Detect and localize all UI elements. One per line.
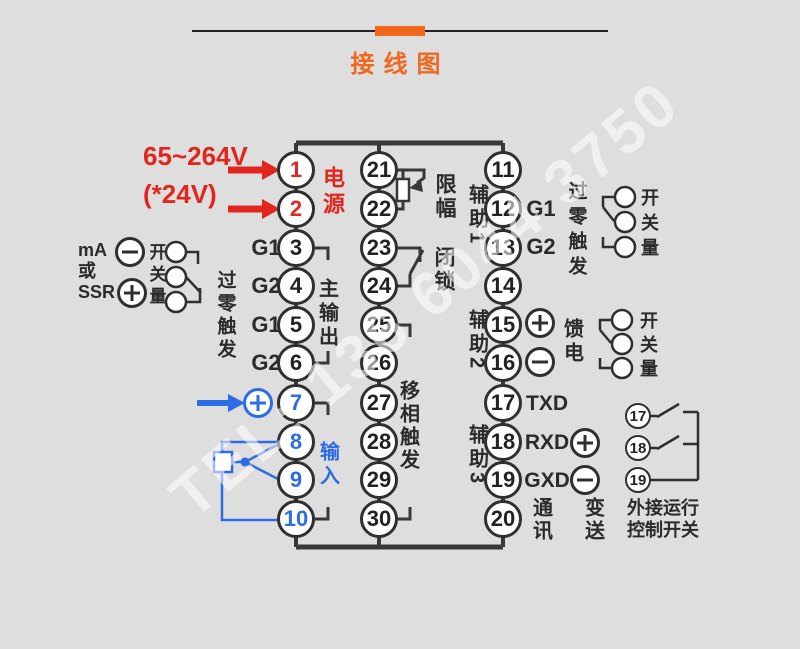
transmit-label: 变送 xyxy=(581,497,604,543)
plus-circle-ssr xyxy=(117,278,147,308)
terminal-16: 16 xyxy=(484,344,522,382)
terminal-19: 19 xyxy=(484,461,522,499)
plus-circle-input xyxy=(243,388,273,418)
terminal-18: 18 xyxy=(484,423,522,461)
terminal-11: 11 xyxy=(484,151,522,189)
switch-qty-top-right-label: 开关量 xyxy=(639,188,659,263)
potentiometer-symbol xyxy=(395,168,426,211)
switch-contacts-top-right xyxy=(601,185,637,259)
rtd-sensor-symbol xyxy=(212,440,280,522)
external-run-switch-symbol xyxy=(651,402,700,482)
minus-circle-gxd xyxy=(570,465,600,495)
external-switch-line1: 外接运行 xyxy=(627,498,699,518)
terminal-3: 3 xyxy=(277,229,315,267)
sensor-type-line2: 或 xyxy=(78,261,96,281)
terminal-25: 25 xyxy=(360,306,398,344)
terminal-13: 13 xyxy=(484,229,522,267)
sensor-type-label: mA 或 SSR xyxy=(78,240,115,303)
zero-cross-left-label: 过零触发 xyxy=(214,270,236,362)
power-voltage-main: 65~264V xyxy=(143,141,248,171)
ext-terminal-19: 19 xyxy=(625,467,651,493)
gate-label-t13: G2 xyxy=(526,234,556,259)
terminal-4: 4 xyxy=(277,267,315,305)
plus-circle-feed xyxy=(525,308,555,338)
terminal-17: 17 xyxy=(484,384,522,422)
red-arrow-1-icon xyxy=(228,160,280,180)
terminal-23: 23 xyxy=(360,229,398,267)
sensor-type-line1: mA xyxy=(78,240,108,260)
terminal-7: 7 xyxy=(277,384,315,422)
terminal-14: 14 xyxy=(484,267,522,305)
txd-label: TXD xyxy=(526,392,568,415)
main-output-label: 主输出 xyxy=(315,278,338,350)
ext-terminal-18: 18 xyxy=(625,435,651,461)
switch-contacts-left xyxy=(164,240,202,314)
terminal-5: 5 xyxy=(277,306,315,344)
terminal-29: 29 xyxy=(360,461,398,499)
blue-arrow-icon xyxy=(197,394,245,412)
aux3-label: 辅助3 xyxy=(465,424,488,488)
gate-label-t4: G2 xyxy=(251,273,281,298)
latch-label: 闭锁 xyxy=(432,246,455,294)
terminal-15: 15 xyxy=(484,306,522,344)
gate-label-t5: G1 xyxy=(251,312,281,337)
rxd-label: RXD xyxy=(524,431,570,454)
terminal-24: 24 xyxy=(360,267,398,305)
power-label: 电源 xyxy=(320,166,345,218)
switch-qty-mid-right-label: 开关量 xyxy=(638,311,658,383)
switch-qty-left-label: 开关量 xyxy=(146,243,166,309)
gate-label-t12: G1 xyxy=(526,196,556,221)
aux1-label: 辅助1 xyxy=(465,184,488,248)
external-switch-label: 外接运行 控制开关 xyxy=(627,498,699,541)
terminal-1: 1 xyxy=(277,151,315,189)
terminal-2: 2 xyxy=(277,190,315,228)
input-label: 输入 xyxy=(316,441,339,489)
terminal-21: 21 xyxy=(360,151,398,189)
phase-shift-label: 移相触发 xyxy=(396,380,419,472)
terminal-20: 20 xyxy=(484,500,522,538)
terminal-30: 30 xyxy=(360,500,398,538)
latch-switch-symbol xyxy=(397,246,425,288)
external-switch-line2: 控制开关 xyxy=(627,519,699,540)
terminal-22: 22 xyxy=(360,190,398,228)
minus-circle-ma xyxy=(115,237,145,267)
gate-label-t6: G2 xyxy=(251,350,281,375)
power-voltage-alt: (*24V) xyxy=(143,179,217,209)
output-brackets xyxy=(315,246,412,521)
red-arrow-2-icon xyxy=(228,199,280,219)
terminal-28: 28 xyxy=(360,423,398,461)
plus-circle-rxd xyxy=(570,428,600,458)
limit-label: 限幅 xyxy=(433,173,456,221)
aux2-label: 辅助2 xyxy=(465,309,488,373)
title-accent-bar xyxy=(375,26,425,36)
feed-label: 馈电 xyxy=(560,318,583,366)
gxd-label: GXD xyxy=(524,469,570,492)
terminal-12: 12 xyxy=(484,190,522,228)
terminal-6: 6 xyxy=(277,344,315,382)
gate-label-t3: G1 xyxy=(251,235,281,260)
zero-cross-right-label: 过零触发 xyxy=(565,181,587,281)
minus-circle-feed xyxy=(525,347,555,377)
ext-terminal-17: 17 xyxy=(625,403,651,429)
terminal-8: 8 xyxy=(277,423,315,461)
comm-label: 通讯 xyxy=(529,497,552,543)
sensor-type-line3: SSR xyxy=(78,282,116,302)
page-title: 接线图 xyxy=(350,51,450,78)
terminal-10: 10 xyxy=(277,500,315,538)
terminal-9: 9 xyxy=(277,461,315,499)
terminal-26: 26 xyxy=(360,344,398,382)
switch-contacts-mid-right xyxy=(598,308,634,380)
terminal-27: 27 xyxy=(360,384,398,422)
